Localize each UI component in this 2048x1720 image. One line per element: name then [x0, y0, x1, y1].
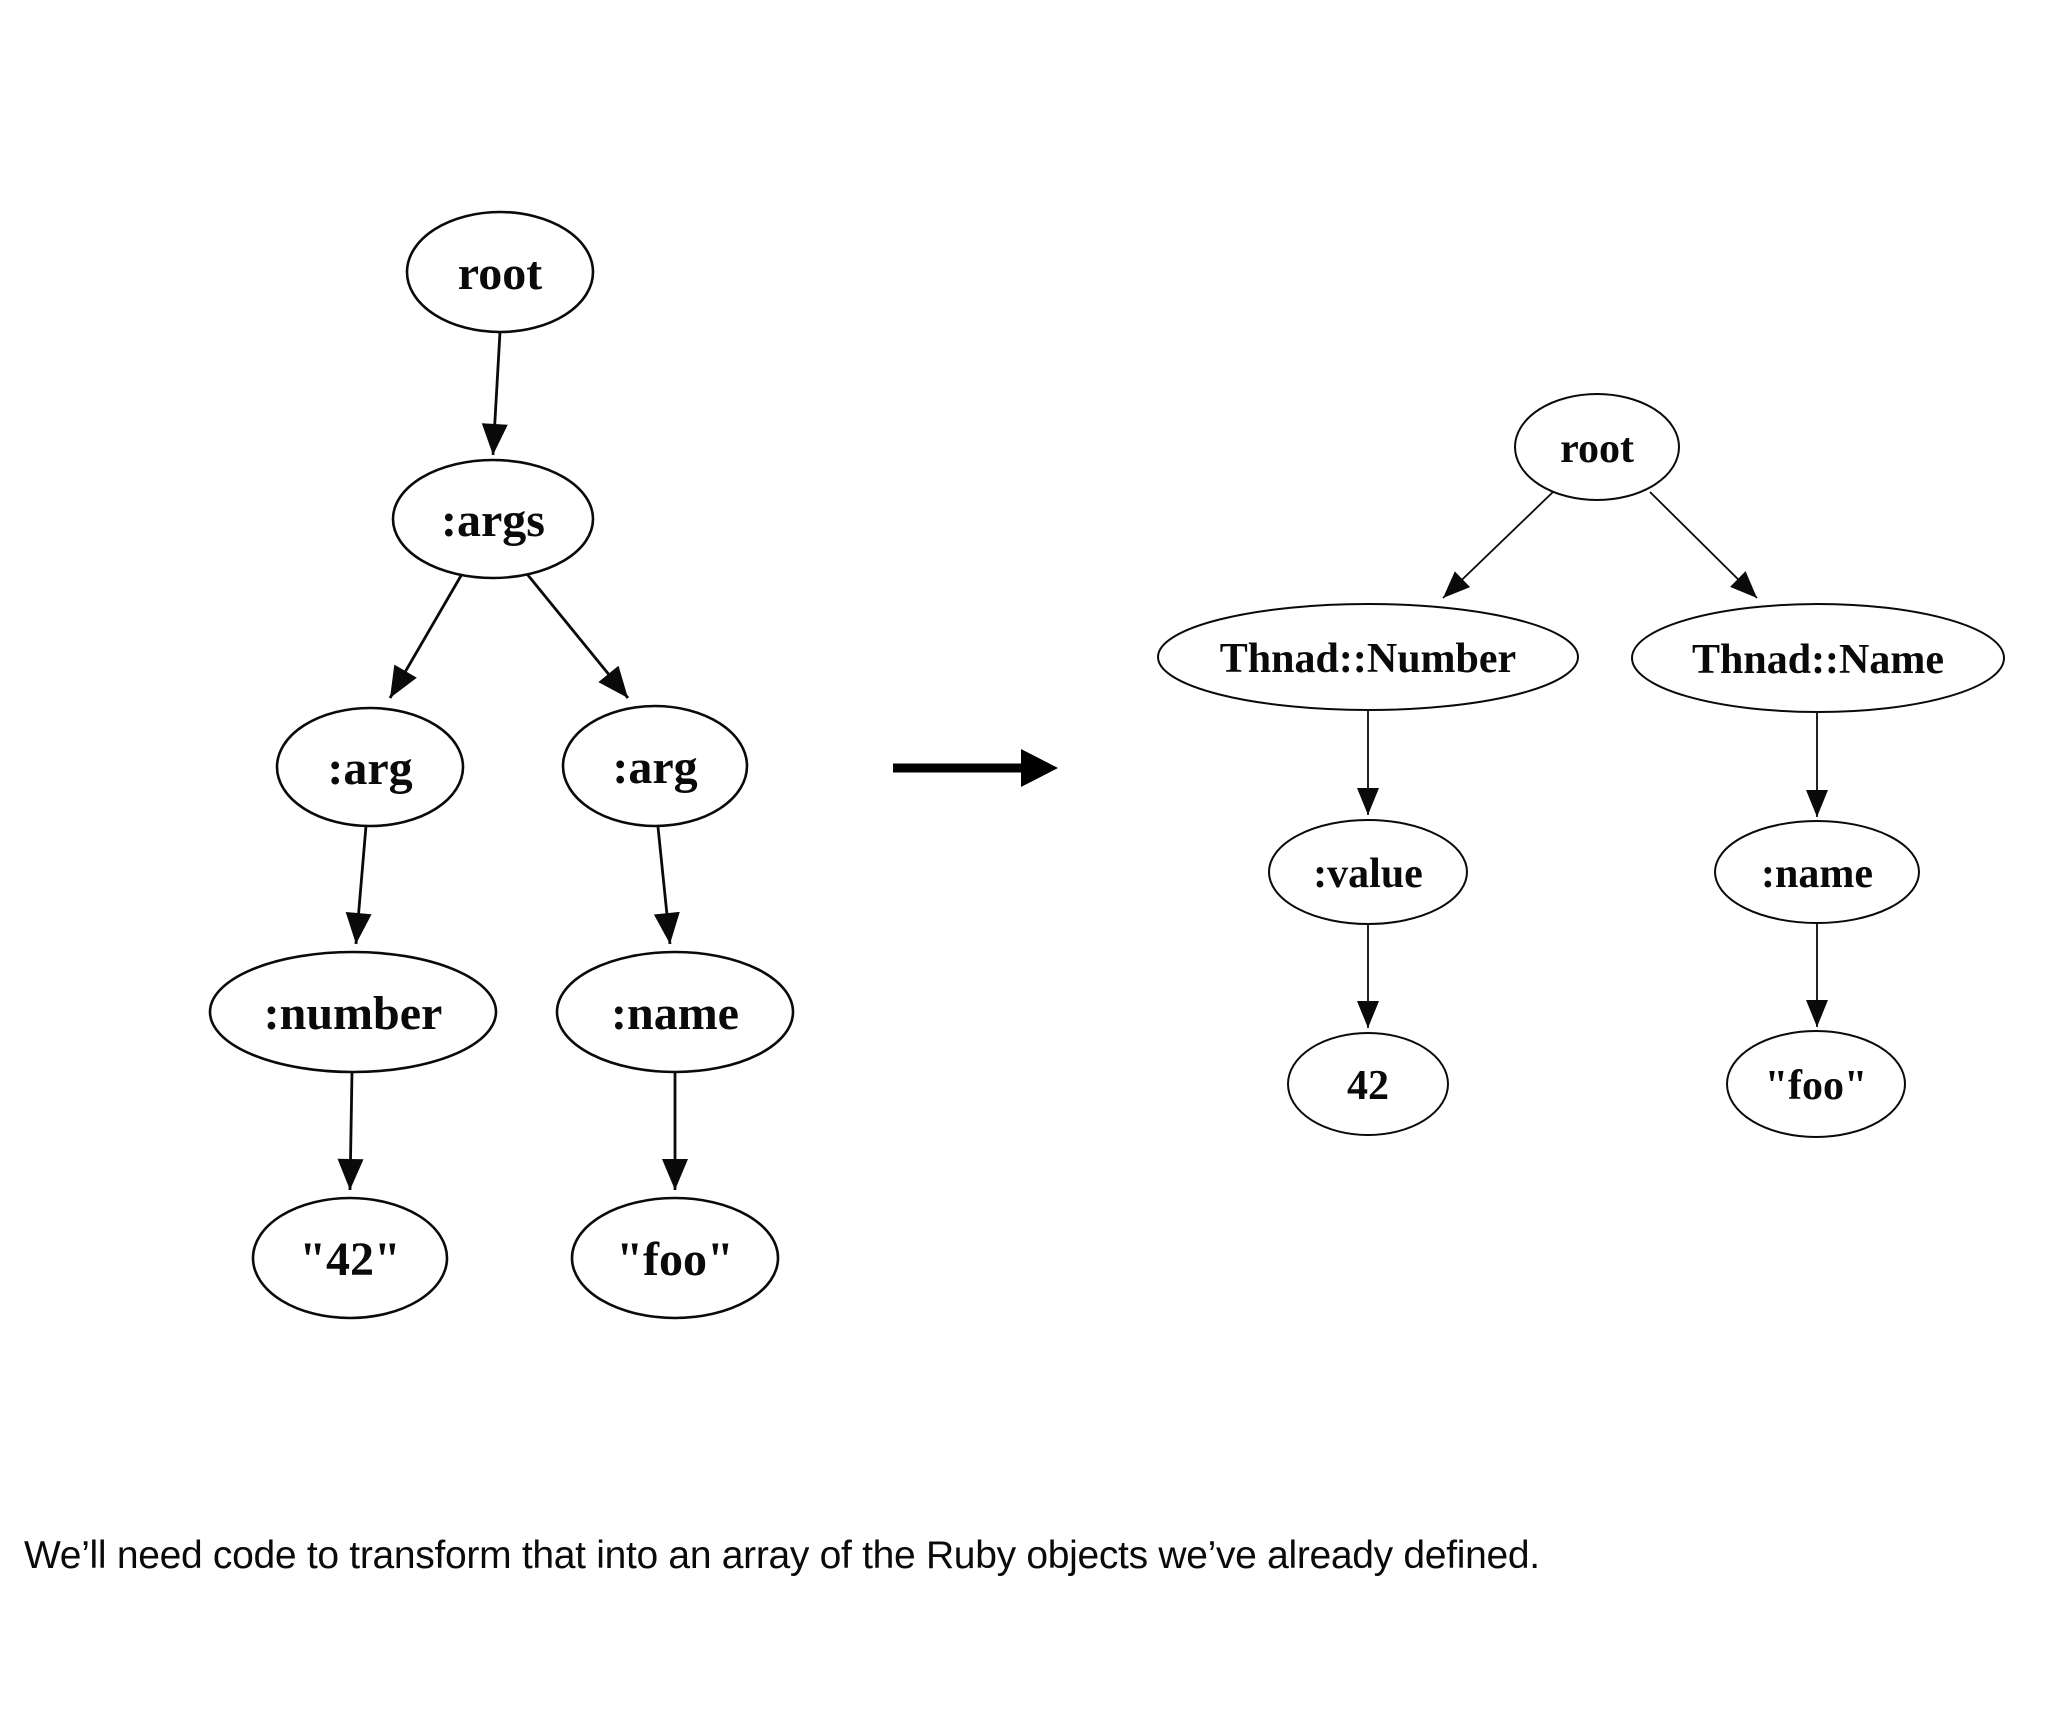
edge-args-arg-left [388, 573, 464, 699]
caption-text: We’ll need code to transform that into a… [24, 1534, 1540, 1577]
node-label-right-root: root [1560, 426, 1634, 472]
edge-arg-number [345, 825, 372, 945]
node-label-number-key: :number [264, 987, 443, 1040]
node-ellipse-name-key [555, 950, 795, 1074]
node-label-arg-left: :arg [327, 742, 412, 795]
node-label-name-key: :name [611, 987, 739, 1040]
edge-root-args [481, 331, 508, 456]
node-label-root: root [458, 247, 542, 300]
node-label-arg-right: :arg [612, 741, 697, 794]
node-ellipse-right-root [1514, 393, 1680, 501]
node-ellipse-root [405, 210, 595, 334]
node-ellipse-right-name-key [1714, 820, 1920, 924]
node-ellipse-42-number [1287, 1032, 1449, 1136]
left-tree: root :args :arg :arg :number :name "42" … [208, 210, 795, 1320]
node-label-args: :args [441, 494, 545, 547]
node-ellipse-thnad-number [1157, 603, 1579, 711]
node-label-thnad-number: Thnad::Number [1220, 636, 1516, 682]
edge-arg-name [653, 826, 680, 945]
node-label-value-key: :value [1313, 851, 1423, 897]
node-ellipse-number-key [208, 950, 498, 1074]
edge-root-thnad-number [1442, 491, 1554, 599]
edge-number-42 [337, 1071, 364, 1191]
node-label-right-foo-string: "foo" [1765, 1063, 1868, 1109]
node-label-42-string: "42" [299, 1233, 400, 1286]
edge-args-arg-right [525, 573, 630, 699]
node-label-thnad-name: Thnad::Name [1692, 637, 1944, 683]
node-ellipse-thnad-name [1631, 603, 2005, 713]
node-ellipse-42-string [251, 1196, 449, 1320]
node-ellipse-args [391, 458, 595, 580]
transform-arrow-head-icon [1021, 749, 1058, 787]
node-ellipse-arg-right [561, 704, 749, 828]
node-label-right-name-key: :name [1761, 851, 1873, 897]
right-tree: root Thnad::Number Thnad::Name :value :n… [1157, 393, 2005, 1138]
edge-root-thnad-name [1649, 491, 1758, 599]
transform-arrow [893, 749, 1058, 787]
node-ellipse-value-key [1268, 819, 1468, 925]
node-ellipse-foo-string [570, 1196, 780, 1320]
node-label-foo-string: "foo" [616, 1233, 733, 1286]
node-ellipse-arg-left [275, 706, 465, 828]
node-label-42-number: 42 [1347, 1063, 1389, 1109]
node-ellipse-right-foo-string [1726, 1030, 1906, 1138]
